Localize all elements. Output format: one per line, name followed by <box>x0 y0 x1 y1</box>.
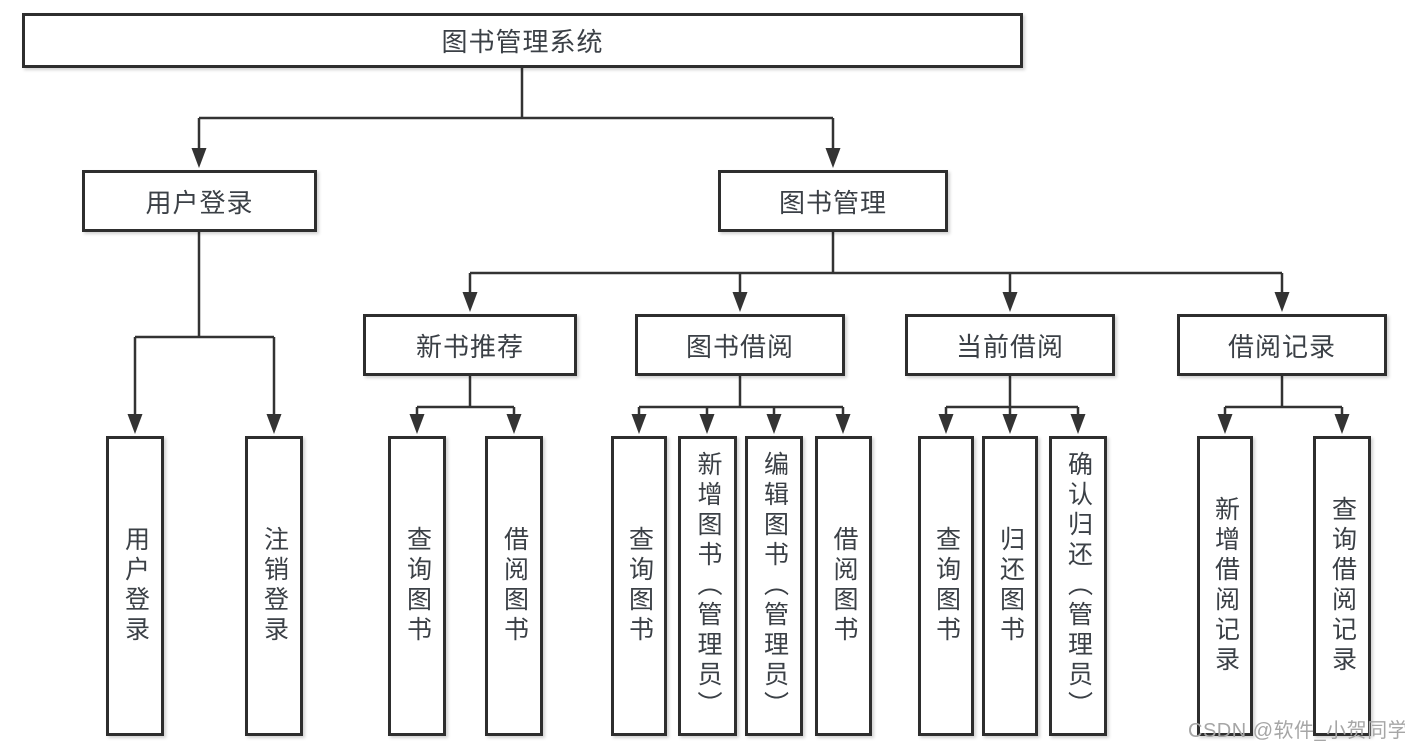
leaf-label: 新增图书（管理员） <box>694 451 722 721</box>
node-label: 借阅记录 <box>1227 331 1336 362</box>
node-user-login: 用户登录 <box>82 170 317 232</box>
leaf-query-books-borrowing: 查询图书 <box>611 436 667 736</box>
node-label: 图书借阅 <box>685 331 794 362</box>
leaf-label: 确认归还（管理员） <box>1064 451 1093 721</box>
node-book-management: 图书管理 <box>718 170 948 232</box>
leaf-label: 新增借阅记录 <box>1211 496 1240 676</box>
leaf-label: 查询借阅记录 <box>1328 496 1357 676</box>
leaf-user-login: 用户登录 <box>106 436 164 736</box>
node-book-borrowing: 图书借阅 <box>635 314 845 376</box>
node-label: 当前借阅 <box>955 331 1064 362</box>
node-label: 新书推荐 <box>415 331 524 362</box>
arrowheads <box>127 148 1350 434</box>
leaf-label: 用户登录 <box>121 526 150 646</box>
leaf-add-borrow-record: 新增借阅记录 <box>1197 436 1253 736</box>
leaf-borrow-books: 借阅图书 <box>815 436 872 736</box>
leaf-label: 编辑图书（管理员） <box>760 451 789 721</box>
leaf-label: 查询图书 <box>932 526 961 646</box>
leaf-label: 查询图书 <box>403 526 432 646</box>
node-label: 用户登录 <box>145 187 254 218</box>
leaf-edit-books-admin: 编辑图书（管理员） <box>745 436 803 736</box>
leaf-query-books-recommend: 查询图书 <box>388 436 446 736</box>
connector-lines <box>133 68 1344 416</box>
leaf-label: 借阅图书 <box>500 526 529 646</box>
leaf-confirm-return-admin: 确认归还（管理员） <box>1049 436 1107 736</box>
leaf-borrow-books-recommend: 借阅图书 <box>485 436 543 736</box>
leaf-label: 注销登录 <box>260 526 289 646</box>
leaf-return-books: 归还图书 <box>982 436 1038 736</box>
leaf-logout-login: 注销登录 <box>245 436 303 736</box>
leaf-query-books-current: 查询图书 <box>918 436 974 736</box>
watermark: CSDN @软件_小贺同学 <box>1188 720 1405 742</box>
leaf-label: 借阅图书 <box>830 526 858 646</box>
node-root: 图书管理系统 <box>22 13 1023 68</box>
node-label: 图书管理 <box>778 187 887 218</box>
leaf-query-borrow-record: 查询借阅记录 <box>1313 436 1371 736</box>
leaf-label: 归还图书 <box>996 526 1025 646</box>
node-current-borrowing: 当前借阅 <box>905 314 1115 376</box>
node-borrowing-records: 借阅记录 <box>1177 314 1387 376</box>
leaf-label: 查询图书 <box>625 526 654 646</box>
leaf-add-books-admin: 新增图书（管理员） <box>678 436 737 736</box>
node-label: 图书管理系统 <box>441 27 604 57</box>
node-new-book-recommend: 新书推荐 <box>363 314 577 376</box>
